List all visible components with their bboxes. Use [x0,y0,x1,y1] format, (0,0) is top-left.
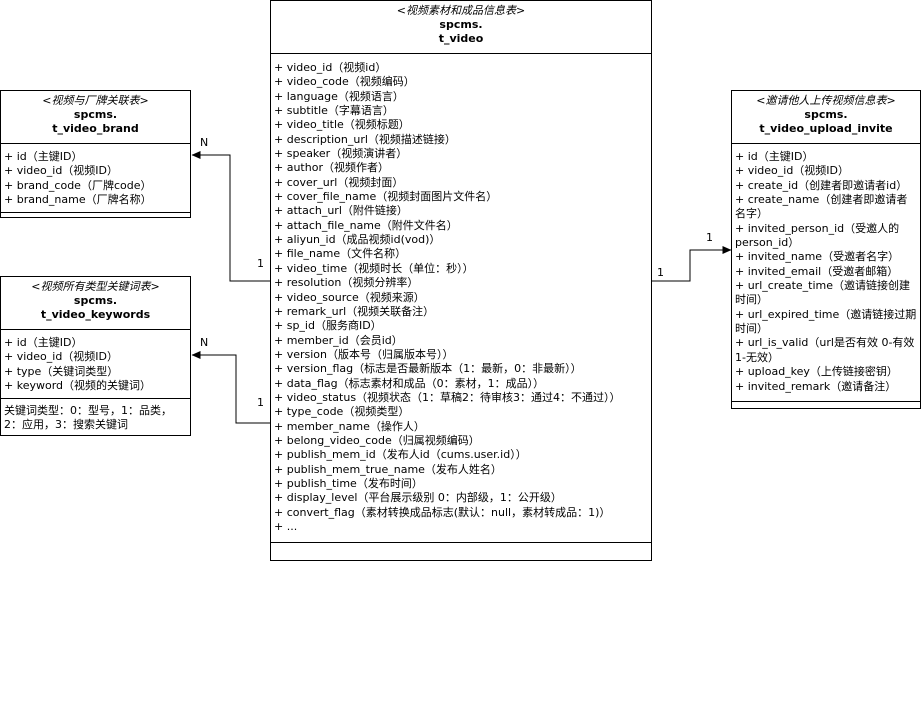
entity-field: + author（视频作者） [274,161,389,175]
entity-field: + video_title（视频标题） [274,118,410,132]
entity-field: + publish_time（发布时间） [274,476,423,490]
entity-divider [732,401,920,402]
entity-field: + id（主键ID） [4,150,83,163]
entity-field: + invited_name（受邀者名字） [735,250,900,264]
entity-field: + display_level（平台展示级别 0：内部级，1：公开级） [274,491,562,505]
entity-fields: + id（主键ID）+ video_id（视频ID）+ type（关键词类型）+… [4,336,188,393]
entity-divider [1,398,190,399]
entity-field: + resolution（视频分辨率） [274,276,419,290]
entity-field: + attach_url（附件链接） [274,204,408,218]
entity-field: + create_name（创建者即邀请者名字） [735,193,908,221]
entity-field: + description_url（视频描述链接） [274,132,456,146]
entity-schema: spcms. [73,108,118,121]
entity-divider [1,212,190,213]
entity-field: + version（版本号（归属版本号）） [274,347,454,361]
entity-stereotype: <视频所有类型关键词表> [31,280,160,293]
entity-stereotype: <视频素材和成品信息表> [396,4,526,17]
entity-field: + video_id（视频ID） [4,350,119,364]
entity-table-name: t_video_brand [52,122,139,135]
entity-table-name: t_video_keywords [40,308,151,321]
entity-field: + data_flag（标志素材和成品（0：素材，1：成品）） [274,376,545,390]
entity-field: + member_name（操作人） [274,419,425,433]
entity-t-video[interactable]: <视频素材和成品信息表> spcms. t_video + video_id（视… [270,0,652,561]
entity-note: 关键词类型：0：型号，1：品类，2：应用，3：搜索关键词 [4,404,172,431]
entity-fields: + video_id（视频id）+ video_code（视频编码）+ lang… [274,61,649,534]
entity-field: + speaker（视频演讲者） [274,147,408,161]
entity-field: + cover_file_name（视频封面图片文件名） [274,190,498,204]
entity-field: + remark_url（视频关联备注） [274,304,435,318]
entity-fields: + id（主键ID）+ video_id（视频ID）+ create_id（创建… [735,150,918,394]
entity-header: <视频与厂牌关联表> spcms. t_video_brand [1,91,190,136]
entity-field: + type_code（视频类型） [274,405,410,419]
link-video-brand [191,151,270,282]
link-video-invite [652,246,732,282]
entity-field: + video_time（视频时长（单位：秒）） [274,261,474,275]
entity-schema: spcms. [804,108,848,121]
entity-field: + belong_video_code（归属视频编码） [274,433,480,447]
invite-relation-target-label: 1 [706,231,713,244]
link-video-keywords [191,351,270,424]
entity-field: + id（主键ID） [735,150,814,163]
entity-field: + type（关键词类型） [4,364,119,378]
entity-field: + invited_person_id（受邀人的person_id） [735,221,900,250]
entity-field: + id（主键ID） [4,336,83,349]
entity-field: + video_source（视频来源） [274,290,425,304]
entity-field: + file_name（文件名称） [274,247,407,261]
entity-divider [271,53,651,54]
entity-field: + publish_mem_true_name（发布人姓名） [274,462,502,476]
entity-field: + url_create_time（邀请链接创建时间） [735,279,911,307]
entity-field: + aliyun_id（成品视频id(vod)） [274,233,441,247]
entity-field: + invited_email（受邀者邮箱） [735,264,899,278]
entity-fields: + id（主键ID）+ video_id（视频ID）+ brand_code（厂… [4,150,188,207]
entity-field: + video_id（视频ID） [4,164,119,178]
entity-field: + video_status（视频状态（1：草稿2：待审核3：通过4：不通过）） [274,390,621,404]
entity-field: + language（视频语言） [274,89,404,103]
entity-schema: spcms. [439,18,483,31]
keywords-relation-target-label: N [200,336,209,349]
entity-field: + attach_file_name（附件文件名） [274,218,458,232]
entity-t-video-keywords[interactable]: <视频所有类型关键词表> spcms. t_video_keywords + i… [0,276,191,436]
entity-header: <邀请他人上传视频信息表> spcms. t_video_upload_invi… [732,91,920,136]
entity-field: + version_flag（标志是否最新版本（1：最新，0：非最新）） [274,362,582,376]
invite-relation-source-label: 1 [657,266,664,279]
entity-field: + sp_id（服务商ID） [274,319,382,333]
entity-field: + url_expired_time（邀请链接过期时间） [735,307,917,336]
entity-field: + convert_flag（素材转换成品标志(默认：null，素材转成品：1)… [274,505,611,519]
entity-divider [1,329,190,330]
entity-schema: spcms. [73,294,118,307]
entity-field: + invited_remark（邀请备注） [735,379,897,393]
entity-field: + cover_url（视频封面） [274,175,404,189]
entity-divider [1,143,190,144]
entity-table-name: t_video [438,32,484,45]
entity-table-name: t_video_upload_invite [759,122,893,135]
entity-field: + video_code（视频编码） [274,75,415,89]
entity-field: + publish_mem_id（发布人id（cums.user.id）） [274,448,527,462]
entity-stereotype: <视频与厂牌关联表> [42,94,149,107]
entity-t-video-brand[interactable]: <视频与厂牌关联表> spcms. t_video_brand + id（主键I… [0,90,191,218]
entity-field: + url_is_valid（url是否有效 0-有效1-无效） [735,336,915,364]
entity-divider [271,542,651,543]
entity-field: + create_id（创建者即邀请者id） [735,178,908,192]
keywords-relation-source-label: 1 [257,396,264,409]
entity-field: + subtitle（字幕语言） [274,104,394,118]
entity-field: + video_id（视频ID） [735,164,850,178]
entity-t-video-upload-invite[interactable]: <邀请他人上传视频信息表> spcms. t_video_upload_invi… [731,90,921,409]
entity-field: + upload_key（上传链接密钥） [735,365,898,379]
entity-field: + member_id（会员id） [274,333,403,347]
entity-field: + keyword（视频的关键词） [4,379,152,393]
entity-header: <视频素材和成品信息表> spcms. t_video [271,1,651,46]
entity-field: + ... [274,520,298,533]
brand-relation-source-label: 1 [257,257,264,270]
entity-field: + brand_name（厂牌名称） [4,193,152,207]
entity-header: <视频所有类型关键词表> spcms. t_video_keywords [1,277,190,322]
entity-field: + brand_code（厂牌code） [4,178,152,192]
brand-relation-target-label: N [200,136,209,149]
entity-divider [732,143,920,144]
entity-field: + video_id（视频id） [274,61,387,74]
entity-stereotype: <邀请他人上传视频信息表> [756,94,896,107]
